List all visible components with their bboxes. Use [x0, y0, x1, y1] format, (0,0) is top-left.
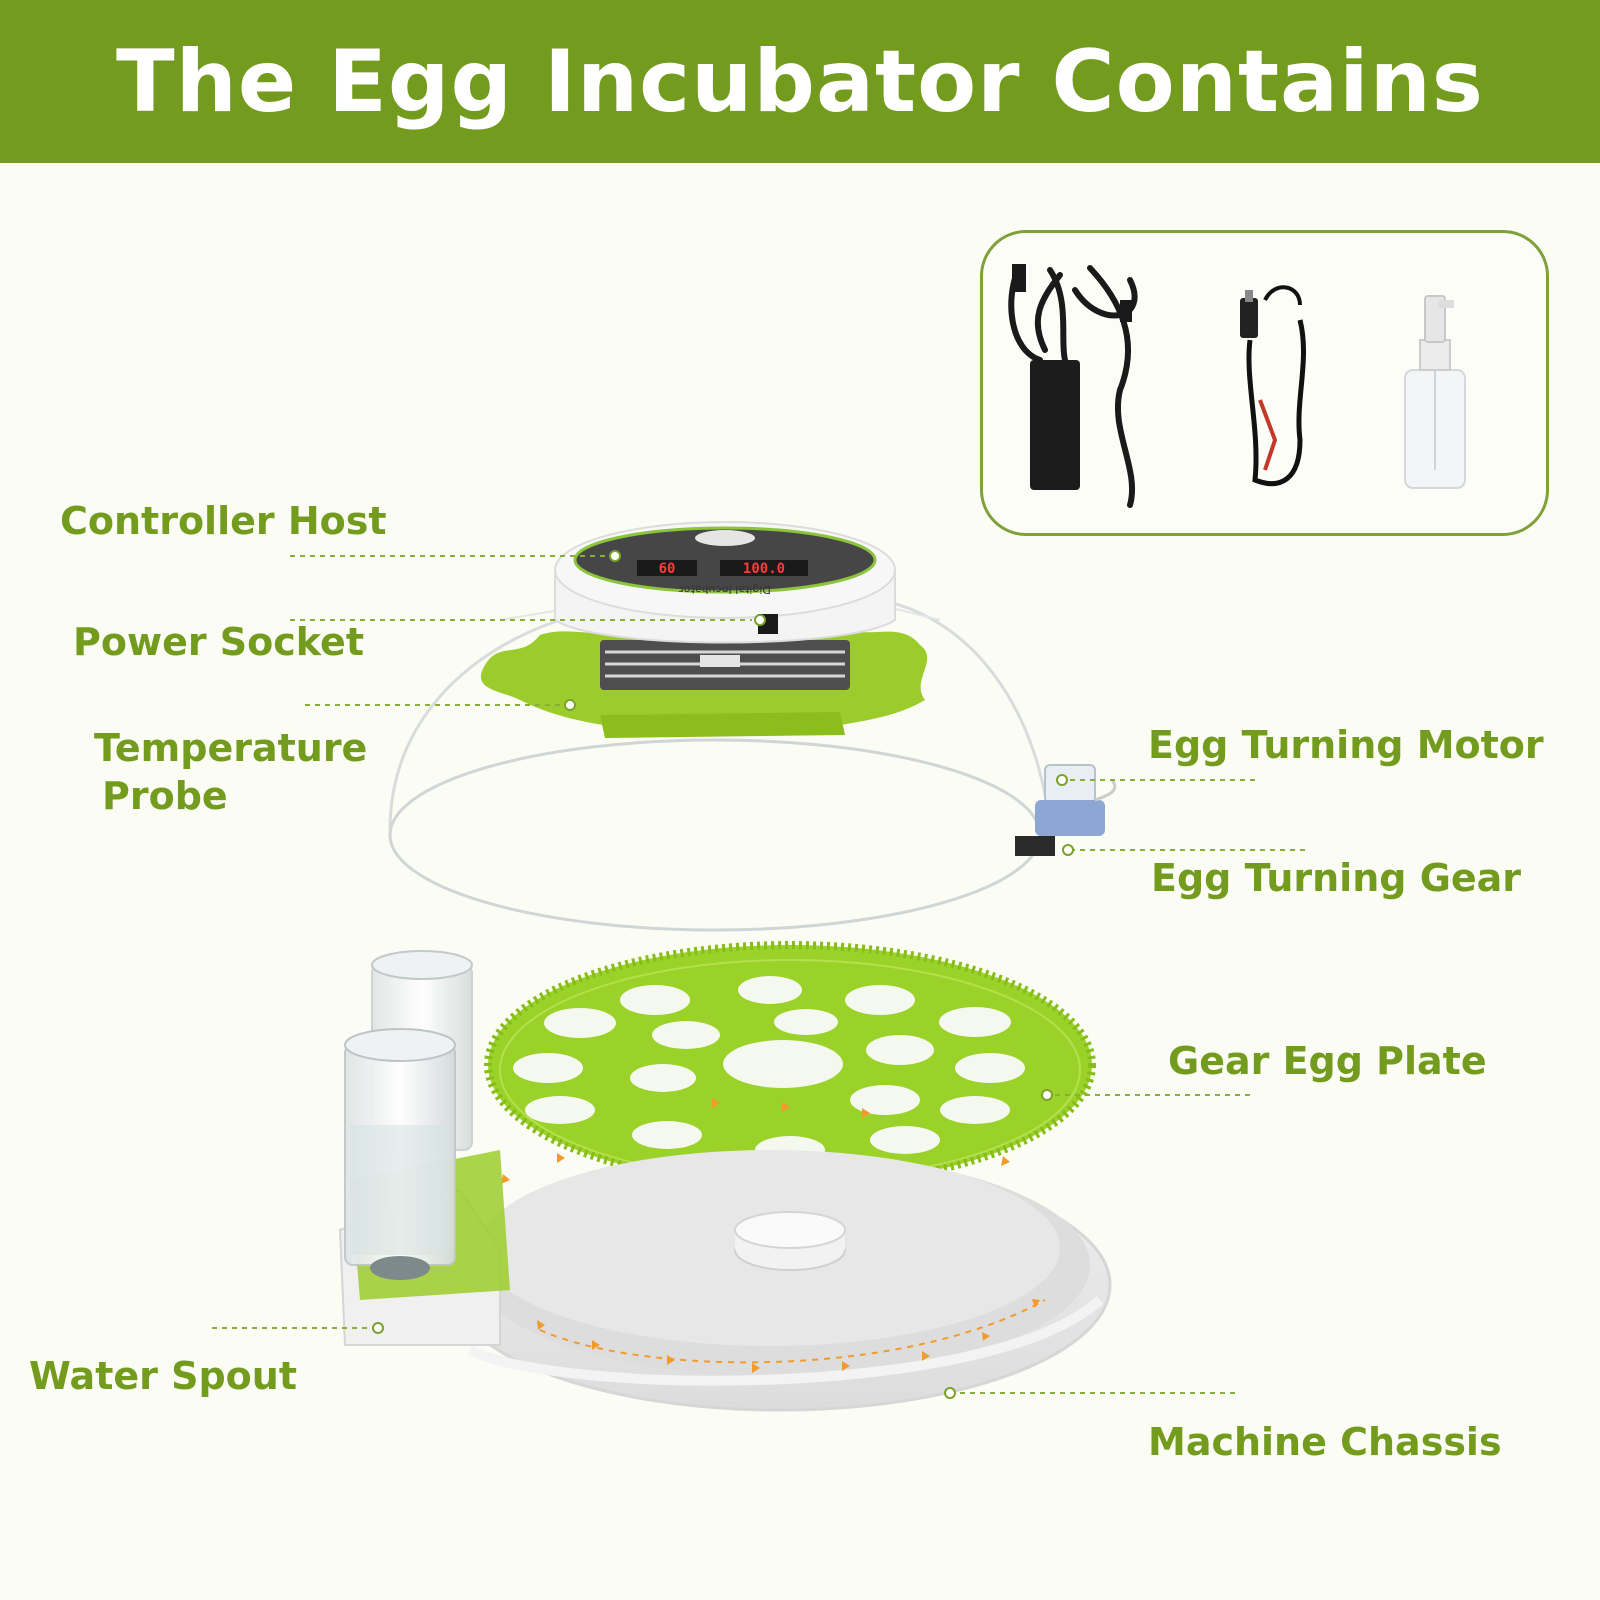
left-readout: 60: [659, 561, 676, 577]
label-temperature-probe-line1: Temperature: [94, 726, 368, 770]
machine-chassis: [338, 1150, 1112, 1412]
label-machine-chassis: Machine Chassis: [1148, 1420, 1502, 1464]
label-power-socket: Power Socket: [73, 620, 364, 664]
controller-host: [554, 521, 896, 644]
label-temperature-probe: Temperature Probe: [94, 724, 367, 820]
device-caption: Digital Incubator: [679, 583, 771, 596]
leader-dots: [372, 550, 1074, 1399]
battery-clip-cable-icon: [1240, 285, 1307, 487]
label-water-spout: Water Spout: [29, 1354, 298, 1398]
airflow-arrows: [501, 1098, 1040, 1373]
heater-stack: [600, 640, 850, 690]
label-controller-host: Controller Host: [60, 499, 387, 543]
label-gear-egg-plate: Gear Egg Plate: [1168, 1039, 1487, 1083]
power-adapter-icon: [1008, 264, 1138, 508]
label-egg-turning-motor: Egg Turning Motor: [1148, 723, 1544, 767]
gear-egg-plate: [484, 941, 1096, 1189]
page-title: The Egg Incubator Contains: [116, 31, 1484, 132]
title-banner: The Egg Incubator Contains: [0, 0, 1600, 163]
label-temperature-probe-line2: Probe: [102, 774, 228, 818]
leader-lines: [212, 555, 1310, 1394]
egg-turning-motor: [1015, 764, 1117, 856]
label-egg-turning-gear: Egg Turning Gear: [1151, 856, 1522, 900]
water-cup-front: [344, 1028, 456, 1280]
spray-bottle-icon: [1404, 295, 1466, 489]
right-readout: 100.0: [743, 561, 785, 577]
